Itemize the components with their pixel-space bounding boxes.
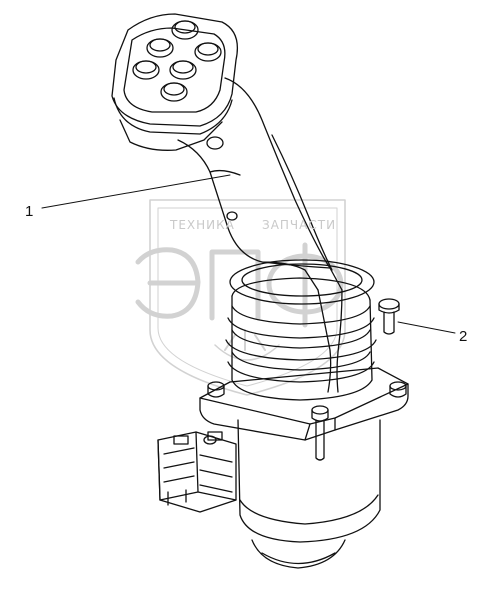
screw-part bbox=[378, 298, 400, 335]
leader-line-1 bbox=[41, 174, 231, 209]
rubber-bellows bbox=[225, 259, 377, 401]
button-pad bbox=[111, 13, 239, 151]
electrical-connector bbox=[157, 431, 237, 513]
watermark-logo bbox=[135, 199, 346, 396]
joystick-handle bbox=[177, 77, 343, 393]
watermark-text-right: ЗАПЧАСТИ bbox=[262, 218, 337, 232]
callout-1: 1 bbox=[25, 203, 34, 220]
callout-2: 2 bbox=[459, 328, 468, 345]
joystick-base bbox=[199, 367, 409, 569]
leader-line-2 bbox=[397, 321, 456, 334]
watermark-text-left: ТЕХНИКА bbox=[170, 218, 235, 232]
